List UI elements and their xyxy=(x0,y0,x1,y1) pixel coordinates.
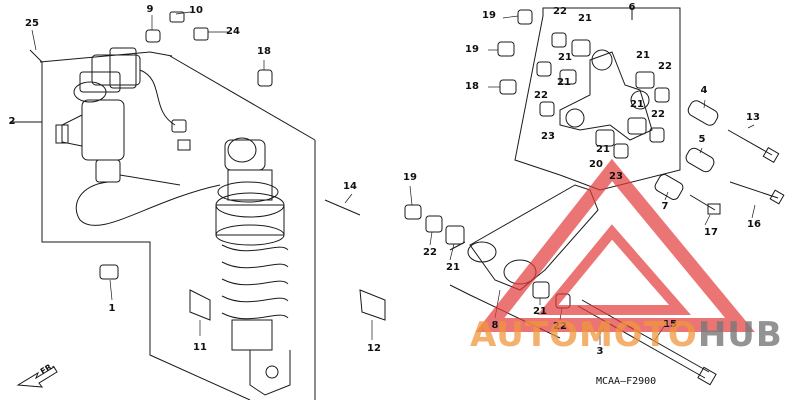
part-label-3: 3 xyxy=(596,346,604,357)
part-label-12: 12 xyxy=(367,343,381,354)
watermark-logo xyxy=(475,158,755,332)
part-label-20: 20 xyxy=(589,159,603,170)
part-label-11: 11 xyxy=(193,342,207,353)
part-label-16: 16 xyxy=(747,219,761,230)
part-label-19-mid: 19 xyxy=(465,44,479,55)
part-label-25: 25 xyxy=(25,18,39,29)
part-label-23-b: 23 xyxy=(609,171,623,182)
part-label-4: 4 xyxy=(700,85,708,96)
part-label-21-b: 21 xyxy=(558,52,572,63)
part-label-22-a: 22 xyxy=(553,6,567,17)
part-label-18-right: 18 xyxy=(465,81,479,92)
watermark-text-part1: AUTOMOTO xyxy=(470,315,698,355)
part-label-22-c: 22 xyxy=(534,90,548,101)
part-label-10: 10 xyxy=(189,5,203,16)
part-label-21-a: 21 xyxy=(578,13,592,24)
part-label-19-lower: 19 xyxy=(403,172,417,183)
part-label-19-top: 19 xyxy=(482,10,496,21)
part-label-7: 7 xyxy=(661,201,669,212)
part-label-21-g: 21 xyxy=(446,262,460,273)
part-label-24: 24 xyxy=(226,26,240,37)
part-label-23-a: 23 xyxy=(541,131,555,142)
part-label-9: 9 xyxy=(146,4,154,15)
diagram-code: MCAA—F2900 xyxy=(596,376,657,387)
watermark-text: AUTOMOTOHUB xyxy=(470,318,783,352)
part-label-15: 15 xyxy=(663,319,677,330)
part-label-21-c: 21 xyxy=(636,50,650,61)
part-label-22-e: 22 xyxy=(423,247,437,258)
part-label-22-b: 22 xyxy=(658,61,672,72)
part-label-21-h: 21 xyxy=(533,306,547,317)
part-label-6: 6 xyxy=(628,2,636,13)
watermark-text-part2: HUB xyxy=(697,315,783,355)
part-label-17: 17 xyxy=(704,227,718,238)
part-label-21-e: 21 xyxy=(630,99,644,110)
part-label-21-f: 21 xyxy=(596,144,610,155)
part-label-21-d: 21 xyxy=(557,77,571,88)
part-label-8: 8 xyxy=(491,320,499,331)
part-label-1: 1 xyxy=(108,303,116,314)
part-label-5: 5 xyxy=(698,134,706,145)
part-label-18: 18 xyxy=(257,46,271,57)
part-label-13: 13 xyxy=(746,112,760,123)
part-label-14: 14 xyxy=(343,181,357,192)
part-label-22-f: 22 xyxy=(553,321,567,332)
part-label-2: 2 xyxy=(8,116,16,127)
part-label-22-d: 22 xyxy=(651,109,665,120)
